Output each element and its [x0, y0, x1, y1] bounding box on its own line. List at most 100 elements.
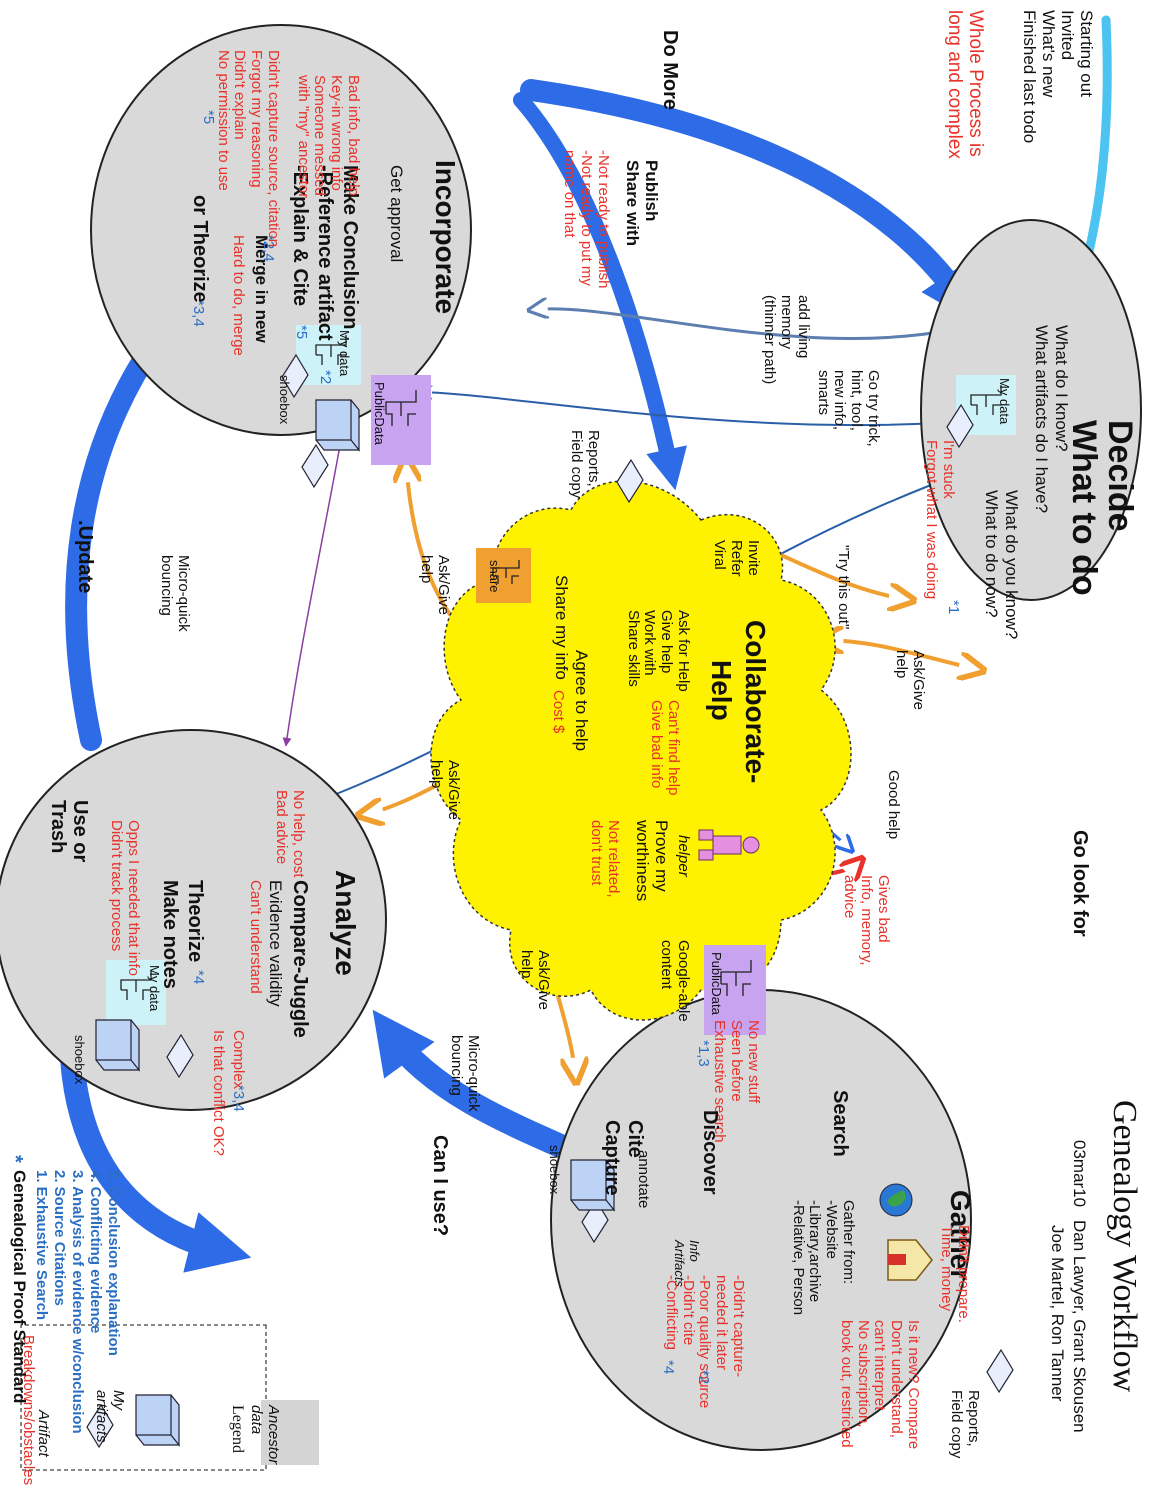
decide-question-1: What do I know?	[1052, 325, 1071, 452]
label-publish: Publish Share with	[622, 160, 661, 246]
gather-reports: Reports, Field copy	[948, 1390, 982, 1459]
legend-box	[20, 1324, 267, 1471]
decide-ref: *1	[945, 600, 962, 615]
gather-capture: Capture	[601, 1120, 623, 1196]
house-icon	[887, 1239, 933, 1281]
collaborate-cant-find: Can't find help Give bad info	[648, 700, 682, 796]
decide-question-2: What artifacts do I have?	[1032, 325, 1051, 514]
collaborate-title-1: Collaborate-	[740, 620, 771, 784]
collaborate-share-info: Share my info	[552, 575, 571, 680]
analyze-compare: Compare-Juggle	[289, 880, 311, 1038]
label-update: .Update	[74, 520, 96, 594]
analyze-no-help: No help, cost Bad advice	[273, 790, 307, 878]
gather-search-ref: *1,3	[695, 1040, 712, 1067]
incorporate-publicdata-label: PublicData	[372, 382, 387, 445]
decide-issues: I'm stuck Forgot what I was doing	[923, 440, 957, 600]
analyze-title: Analyze	[330, 870, 361, 976]
label-bad-help: Gives bad Info, memory, advice	[841, 875, 892, 966]
label-ask-give-help-incorporate: Ask/Give help	[418, 555, 452, 616]
workflow-date: 03mar10	[1070, 1140, 1089, 1208]
analyze-theorize-ref: *4	[190, 970, 207, 985]
decide-circle	[920, 219, 1142, 601]
authors-line-2: Joe Martel, Ron Tanner	[1048, 1225, 1067, 1402]
arrow-living-memory	[531, 309, 952, 340]
arrow-update	[65, 297, 189, 751]
standard-title: Genealogical Proof Standard	[10, 1170, 29, 1404]
arrow-go-look-for	[59, 1018, 252, 1273]
gather-compare-issues: Is it new? Compare Don't understand, can…	[837, 1320, 922, 1450]
collaborate-prove: Prove my worthiness	[632, 820, 671, 902]
analyze-mydata-label: My data	[147, 965, 162, 1012]
label-go-try: Go try trick, hint, tool, new info, smar…	[814, 370, 882, 447]
standard-item-3: 3. Analysis of evidence w/conclusion	[69, 1170, 86, 1434]
decide-question-3: What do you know?	[1002, 490, 1021, 640]
incorporate-conclusion-ref: *2	[317, 370, 334, 385]
collaborate-agree: Agree to help	[572, 650, 591, 752]
analyze-theorize: Theorize	[184, 880, 206, 963]
collaborate-ask: Ask for Help Give help Work with Share s…	[624, 610, 692, 692]
collaborate-cost: Cost $	[550, 690, 567, 734]
decide-question-4: What to do now?	[982, 490, 1001, 618]
analyze-use-or-trash: Use or Trash	[46, 800, 91, 863]
decide-title-1: Decide	[1101, 420, 1139, 532]
collaborate-title-2: Help	[706, 660, 737, 721]
collaborate-googleable: Google-able content	[658, 940, 692, 1022]
analyze-shoebox: shoebox	[72, 1035, 87, 1085]
analyze-conflict: Is that conflict OK?	[210, 1030, 227, 1156]
gather-capture-ref-1: *2	[695, 1370, 712, 1385]
collaborate-invite: Invite Refer Viral	[711, 540, 762, 577]
ancestor-data-box	[261, 1400, 319, 1465]
collaborate-helper: helper	[675, 835, 692, 877]
standard-item-4: 4. Conflicting evidence	[87, 1170, 104, 1334]
label-reports-field-copy: Reports, Field copy	[568, 430, 602, 499]
arrow-go-try	[421, 392, 982, 427]
label-living-memory: add living memory (thinner path)	[761, 295, 812, 385]
incorporate-title: Incorporate	[430, 160, 461, 315]
arrow-do-more	[520, 79, 977, 324]
analyze-complex-ref: *3,4	[230, 1085, 247, 1112]
incorporate-circle	[90, 24, 472, 436]
legend-artifacts: My artifacts	[93, 1390, 127, 1443]
collab-share-box	[476, 548, 531, 603]
authors-line-1: Dan Lawyer, Grant Skousen	[1070, 1220, 1089, 1433]
collaborate-share-label: share	[487, 560, 502, 593]
arrow-can-i-use	[372, 1009, 593, 1167]
label-ask-give-help-analyze: Ask/Give help	[428, 760, 462, 821]
incorporate-mydata-box	[296, 325, 361, 385]
standard-item-1: 1. Exhaustive Search	[33, 1170, 50, 1321]
standard-item-5: 5. Conclusion explanation	[105, 1170, 122, 1356]
analyze-oops: Opps I needed that info Didn't track pro…	[108, 820, 142, 976]
start-triggers: Starting out Invited What's new Finished…	[1019, 10, 1096, 144]
gather-capture-issues: -Didn't capture- needed it later -Poor q…	[662, 1275, 747, 1409]
gather-sources: Gather from: -Website -Library,archive -…	[789, 1200, 857, 1316]
label-publish-issues: -Not ready to publish -Not ready to put …	[561, 150, 612, 289]
label-micro-quick-1: Micro-quick bouncing	[158, 555, 192, 632]
label-can-i-use: Can I use?	[429, 1135, 451, 1237]
globe-icon	[879, 1183, 913, 1217]
incorporate-theorize: or Theorize	[189, 195, 211, 303]
gather-discover: Discover	[699, 1110, 721, 1195]
incorporate-merge-issue: Hard to do, merge	[230, 235, 247, 356]
incorporate-explain-ref: *5	[293, 325, 310, 340]
shoebox-glyphs	[95, 399, 616, 1447]
label-ask-give-help-gather: Ask/Give help	[518, 950, 552, 1011]
incorporate-shoebox: shoebox	[277, 375, 292, 425]
incorporate-explain-ref-2: *5	[200, 110, 217, 125]
helper-person-icon	[698, 829, 760, 861]
collaborate-publicdata-label: PublicData	[709, 952, 724, 1015]
legend-ancestor: Ancestor data	[248, 1405, 282, 1465]
label-ask-give-help-decide: Ask/Give help	[893, 650, 927, 711]
label-micro-quick-2: Micro-quick bouncing	[448, 1035, 482, 1112]
label-try-this-out: "Try this out"	[835, 545, 852, 630]
incorporate-bad-info: Bad info, bad help Key-in wrong info Som…	[294, 75, 362, 199]
label-go-look-for: Go look for	[1069, 830, 1091, 937]
gather-annotate: annotate	[635, 1150, 652, 1209]
incorporate-theorize-ref: *3,4	[190, 300, 207, 327]
analyze-validity: Evidence validity	[266, 880, 285, 1007]
analyze-complex: Complex	[230, 1030, 247, 1090]
standard-star: *	[4, 1155, 26, 1163]
decide-mydata-label: My data	[997, 378, 1012, 425]
analyze-cant-understand: Can't understand	[247, 880, 264, 994]
